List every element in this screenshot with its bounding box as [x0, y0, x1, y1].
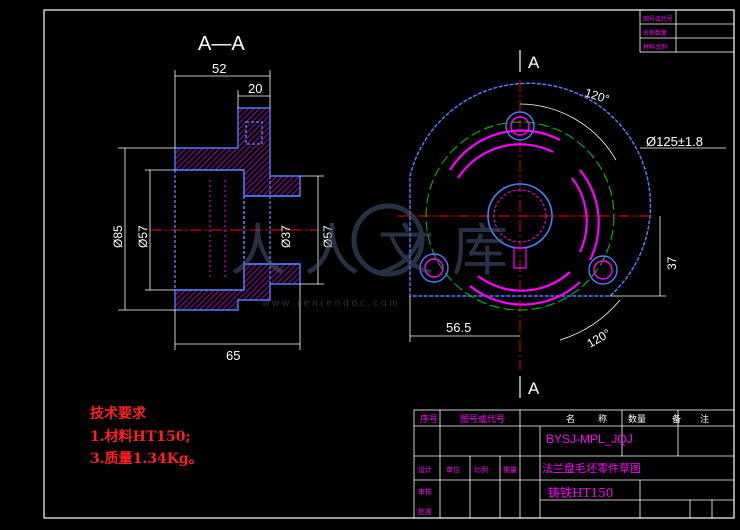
dim-angle-top: 120°	[583, 86, 611, 107]
tb-unit-1: 比例	[474, 465, 488, 474]
tb-unit-0: 单位	[446, 465, 460, 474]
tr-row-3: 材料比例	[643, 43, 667, 51]
tb-part-name: 法兰盘毛坯零件草图	[542, 461, 641, 475]
section-title: A—A	[198, 33, 245, 55]
dim-inner-dia: Ø57	[136, 225, 150, 248]
tb-material: 铸铁HT150	[548, 485, 613, 500]
bolt-holes	[419, 111, 618, 285]
tech-req-title: 技术要求	[90, 405, 147, 422]
tr-row-1: 图号或代号	[643, 15, 673, 23]
technical-requirements: 技术要求 1.材料HT150; 3.质量1.34Kg。	[90, 405, 203, 467]
dim-bottom-length: 65	[226, 348, 240, 363]
tech-req-item-1: 1.材料HT150;	[90, 428, 191, 445]
tb-header-3: 称	[598, 413, 607, 424]
top-right-table: 图号或代号 名称数量 材料比例	[639, 9, 735, 53]
tb-unit-2: 重量	[503, 466, 517, 474]
title-block: 序号 图号或代号 名 称 数量 备 注 BYSJ-MPL_JQJ 法兰盘毛坯零件…	[413, 409, 735, 519]
drawing-frame	[43, 9, 735, 519]
tb-header-2: 名	[566, 413, 575, 424]
section-body	[174, 107, 301, 311]
tb-header-0: 序号	[420, 413, 438, 424]
flange-outline	[409, 82, 652, 297]
dim-offset: 56.5	[446, 320, 471, 335]
dim-outer-dia: Ø85	[111, 225, 125, 248]
tb-header-4: 数量	[628, 413, 646, 424]
section-mark-bottom-label: A	[528, 379, 540, 398]
dim-angle-bottom: 120°	[585, 326, 614, 351]
tr-row-2: 名称数量	[643, 29, 667, 37]
watermark-url: w w w . r e n r e n d o c . c o m	[261, 298, 398, 309]
dim-overall-width: 52	[212, 61, 226, 76]
watermark: 人人文库 w w w . r e n r e n d o c . c o m	[230, 203, 526, 309]
tb-header-6: 注	[700, 413, 709, 424]
dim-bore-dia: Ø37	[279, 225, 293, 248]
tb-header-5: 备	[672, 413, 681, 424]
tb-design-label: 设计	[418, 465, 432, 474]
tb-header-1: 图号或代号	[460, 413, 505, 424]
dim-height: 37	[665, 256, 679, 270]
section-view: A—A	[111, 33, 335, 363]
dim-top-step: 20	[248, 81, 262, 96]
watermark-text: 人人文库	[230, 219, 526, 284]
section-mark-top-label: A	[528, 53, 540, 72]
tb-approve-label: 批准	[418, 507, 432, 516]
tb-drawing-number: BYSJ-MPL_JQJ	[546, 432, 633, 446]
tech-req-item-2: 3.质量1.34Kg。	[90, 450, 203, 467]
tb-review-label: 审核	[418, 487, 432, 496]
front-view: A A	[398, 50, 726, 398]
dim-right-dia: Ø57	[321, 225, 335, 248]
dim-circle: Ø125±1.8	[646, 134, 703, 149]
